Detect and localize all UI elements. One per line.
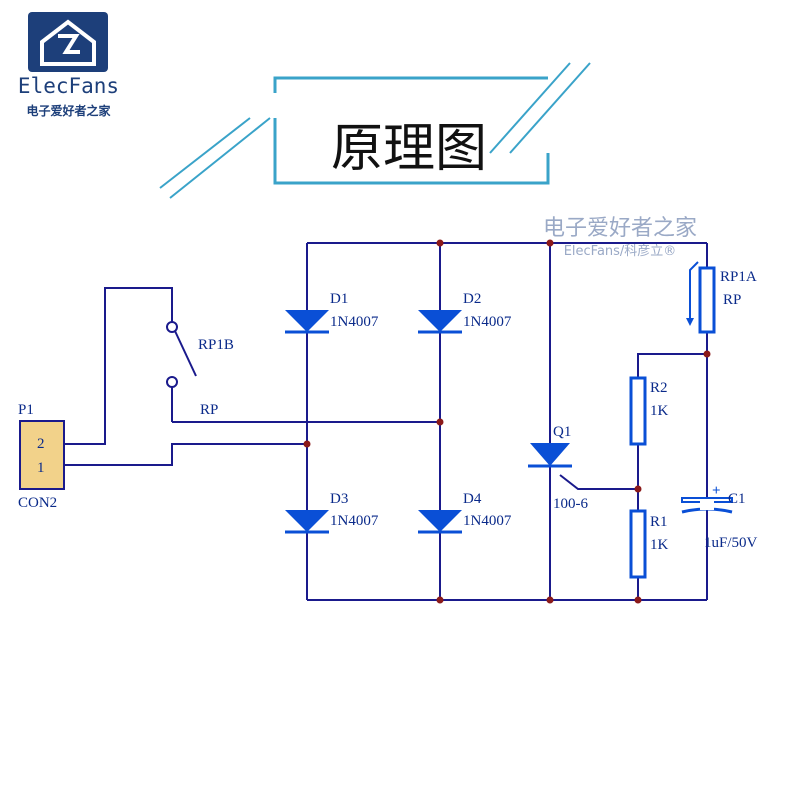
- potentiometer-rp1a: RP1A RP: [686, 261, 757, 334]
- r1-ref: R1: [650, 514, 668, 530]
- d3-ref: D3: [330, 491, 348, 507]
- logo-brand: ElecFans: [17, 74, 120, 98]
- p1-pin1: 1: [37, 460, 45, 476]
- p1-pin2: 2: [37, 436, 45, 452]
- junction-dot: [436, 596, 444, 604]
- d3-value: 1N4007: [330, 513, 379, 529]
- wires: [65, 242, 708, 601]
- junction-dot: [436, 239, 444, 247]
- d1-value: 1N4007: [330, 314, 379, 330]
- rp1a-ref: RP1A: [720, 269, 757, 285]
- rp1b-switch: RP1B RP: [166, 321, 234, 418]
- rp1a-value: RP: [723, 292, 741, 308]
- junction-dot: [436, 418, 444, 426]
- d1-ref: D1: [330, 291, 348, 307]
- junction-dot: [703, 350, 711, 358]
- junction-dot: [303, 440, 311, 448]
- watermark-cn: 电子爱好者之家: [542, 216, 697, 241]
- logo-tagline: 电子爱好者之家: [26, 104, 111, 118]
- house-icon: [28, 12, 108, 72]
- r2-value: 1K: [650, 403, 669, 419]
- watermark: 电子爱好者之家 ElecFans/科彦立®: [520, 210, 720, 259]
- junction-dot: [634, 485, 642, 493]
- d4-value: 1N4007: [463, 513, 512, 529]
- elecfans-logo: ElecFans 电子爱好者之家: [6, 8, 131, 118]
- q1-ref: Q1: [553, 424, 571, 440]
- watermark-en: ElecFans/科彦立®: [563, 244, 677, 259]
- diode-d2: D2 1N4007: [418, 291, 512, 334]
- diode-d1: D1 1N4007: [285, 291, 379, 334]
- rp1b-ref: RP1B: [198, 337, 234, 353]
- junctions: [303, 239, 711, 604]
- d2-ref: D2: [463, 291, 481, 307]
- resistor-r1: R1 1K: [629, 509, 669, 579]
- title-frame: 原理图: [159, 62, 591, 199]
- diode-d3: D3 1N4007: [285, 491, 379, 534]
- p1-type: CON2: [18, 495, 57, 511]
- junction-dot: [546, 239, 554, 247]
- resistor-r2: R2 1K: [629, 376, 669, 446]
- junction-dot: [546, 596, 554, 604]
- c1-polarity: +: [712, 483, 721, 499]
- rp1b-net: RP: [200, 402, 218, 418]
- p1-ref: P1: [18, 402, 34, 418]
- diode-d4: D4 1N4007: [418, 491, 512, 534]
- d2-value: 1N4007: [463, 314, 512, 330]
- capacitor-c1: + C1 1uF/50V: [681, 483, 758, 551]
- page-title: 原理图: [330, 119, 487, 179]
- q1-value: 100-6: [553, 496, 588, 512]
- d4-ref: D4: [463, 491, 482, 507]
- c1-value: 1uF/50V: [704, 535, 758, 551]
- thyristor-q1: Q1 100-6: [528, 424, 588, 512]
- r2-ref: R2: [650, 380, 668, 396]
- c1-ref: C1: [728, 491, 746, 507]
- junction-dot: [634, 596, 642, 604]
- p1-connector: P1 2 1 CON2: [18, 402, 65, 511]
- r1-value: 1K: [650, 537, 669, 553]
